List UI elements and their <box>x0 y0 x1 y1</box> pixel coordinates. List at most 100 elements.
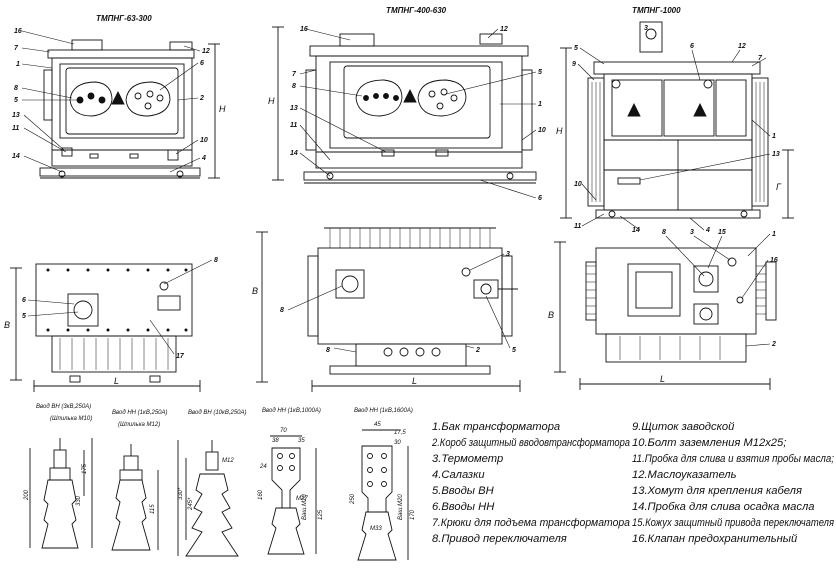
bushing-1-dim-2: 200 <box>24 489 30 501</box>
medium-plan-callout-2: 2 <box>475 347 480 354</box>
legend-item-5: 5.Вводы ВН <box>432 485 495 497</box>
bushing-2: Ввод НН (1кВ,250А) (Шпилька М12) 115 <box>111 410 168 551</box>
small-plan-callout-6: 6 <box>22 297 26 304</box>
medium-plan-l: L <box>412 376 417 386</box>
medium-front-callout-8: 8 <box>292 83 296 90</box>
bushing-4-dim-4: 160 <box>258 489 264 500</box>
large-plan-callout-1: 1 <box>772 231 776 238</box>
large-front-callout-13: 13 <box>772 151 780 158</box>
small-front-callout-14: 14 <box>12 153 20 160</box>
large-plan-view: В L 8 3 15 1 16 2 <box>548 229 778 390</box>
small-plan-l: L <box>114 376 119 386</box>
bushing-2-subtitle: (Шпилька М12) <box>118 422 160 428</box>
legend-item-1: 1.Бак трансформатора <box>432 421 560 433</box>
bushing-4-dim-1: 38 <box>272 438 279 444</box>
medium-front-callout-5: 5 <box>538 69 542 76</box>
small-front-callout-10: 10 <box>200 137 208 144</box>
large-front-callout-10: 10 <box>574 181 582 188</box>
small-front-callout-12: 12 <box>202 48 210 55</box>
medium-plan-callout-5: 5 <box>512 347 516 354</box>
bushing-4-dim-6: Ваш.М20 <box>302 494 308 520</box>
bushing-4-dim-0: 70 <box>280 428 287 434</box>
bushing-5: Ввод НН (1кВ,1600А) 45 17,5 30 250 М33 В… <box>350 408 416 561</box>
bushing-1-title: Ввод ВН (3кВ,250А) <box>36 404 91 410</box>
medium-front-callout-10: 10 <box>538 127 546 134</box>
bushing-2-dim-0: 115 <box>150 504 156 514</box>
legend-item-9: 9.Щиток заводской <box>632 421 734 433</box>
large-plan-callout-3: 3 <box>690 229 694 236</box>
bushing-1-dim-1: 330 <box>76 495 82 506</box>
legend-item-13: 13.Хомут для крепления кабеля <box>632 485 802 497</box>
large-front-callout-7: 7 <box>758 55 763 62</box>
large-front-callout-5: 5 <box>574 45 578 52</box>
bushing-4-title: Ввод НН (1кВ,1000А) <box>262 408 321 414</box>
bushing-4-dim-3: 24 <box>259 464 267 470</box>
small-front-callout-16: 16 <box>14 28 22 35</box>
bushing-2-title: Ввод НН (1кВ,250А) <box>112 410 168 416</box>
legend-item-14: 14.Пробка для слива осадка масла <box>632 501 815 513</box>
medium-plan-view: В L 8 8 3 2 5 <box>252 227 521 392</box>
large-plan-b: В <box>548 310 554 320</box>
bushing-4: Ввод НН (1кВ,1000А) 70 38 35 24 160 М27 … <box>258 408 324 555</box>
large-front-callout-9: 9 <box>572 61 576 68</box>
medium-front-callout-11: 11 <box>290 122 297 129</box>
large-front-callout-4: 4 <box>705 227 710 234</box>
small-front-h: H <box>219 104 226 114</box>
legend: 1.Бак трансформатора 2.Короб защитный вв… <box>431 421 834 545</box>
large-front-callout-12: 12 <box>738 43 746 50</box>
small-front-callout-13: 13 <box>12 112 20 119</box>
small-front-callout-8: 8 <box>14 85 18 92</box>
legend-item-2: 2.Короб защитный вводовтрансформатора <box>431 437 630 449</box>
medium-front-callout-6: 6 <box>538 195 542 202</box>
medium-plan-callout-8b: 8 <box>326 347 330 354</box>
small-plan-b: В <box>4 320 10 330</box>
large-front-callout-1: 1 <box>772 133 776 140</box>
bushing-1-subtitle: (Шпилька М10) <box>50 416 92 422</box>
legend-item-7: 7.Крюки для подъема трансформатора <box>432 517 630 529</box>
bushing-4-dim-5: М27 <box>296 496 308 502</box>
medium-plan-callout-3: 3 <box>506 251 510 258</box>
large-front-view: H Г 3 5 6 12 7 9 1 13 <box>556 21 794 234</box>
large-plan-l: L <box>660 374 665 384</box>
bushing-3: Ввод ВН (10кВ,250А) М12 245* 330* <box>177 410 247 557</box>
bushing-5-dim-5: Ваш.М20 <box>398 494 404 520</box>
legend-item-12: 12.Маслоуказатель <box>632 469 737 481</box>
medium-front-callout-12: 12 <box>500 26 508 33</box>
medium-front-callout-7: 7 <box>292 71 297 78</box>
bushing-1-dim-0: 175 <box>82 463 88 474</box>
large-plan-callout-8: 8 <box>662 229 666 236</box>
bushing-5-dim-4: М33 <box>370 526 382 532</box>
bushing-1: Ввод ВН (3кВ,250А) (Шпилька М10) 175 330… <box>24 404 93 549</box>
legend-item-10: 10.Болт заземления М12х25; <box>632 437 786 449</box>
large-front-callout-3: 3 <box>644 25 648 32</box>
large-front-callout-11: 11 <box>574 223 581 230</box>
medium-plan-callout-8a: 8 <box>280 307 284 314</box>
small-plan-callout-17: 17 <box>176 353 185 360</box>
medium-front-callout-1: 1 <box>538 101 542 108</box>
large-plan-callout-15: 15 <box>718 229 726 236</box>
small-front-callout-1: 1 <box>16 61 20 68</box>
bushing-5-dim-2: 30 <box>394 440 401 446</box>
bushing-3-title: Ввод ВН (10кВ,250А) <box>188 410 247 416</box>
legend-item-11: 11.Пробка для слива и взятия пробы масла… <box>632 453 834 465</box>
title-medium: ТМПНГ-400-630 <box>386 6 447 15</box>
small-front-callout-7: 7 <box>14 45 19 52</box>
small-front-callout-2: 2 <box>199 95 204 102</box>
small-plan-callout-5: 5 <box>22 313 26 320</box>
legend-item-6: 6.Вводы НН <box>432 501 495 513</box>
small-front-callout-6: 6 <box>200 60 204 67</box>
large-plan-callout-2: 2 <box>771 341 776 348</box>
small-front-callout-4: 4 <box>201 155 206 162</box>
bushing-3-dim-0: М12 <box>222 458 234 464</box>
bushing-4-dim-2: 35 <box>298 438 305 444</box>
legend-item-8: 8.Привод переключателя <box>432 533 567 545</box>
legend-item-16: 16.Клапан предохранительный <box>632 533 797 545</box>
small-front-callout-5: 5 <box>14 97 18 104</box>
bushing-5-dim-6: 170 <box>410 509 416 520</box>
bushing-5-title: Ввод НН (1кВ,1600А) <box>354 408 413 414</box>
small-front-view: H 16 7 1 8 5 13 11 14 <box>12 28 226 179</box>
large-front-h: H <box>556 126 563 136</box>
large-front-callout-14: 14 <box>632 227 640 234</box>
bushing-4-dim-7: 125 <box>318 509 324 520</box>
